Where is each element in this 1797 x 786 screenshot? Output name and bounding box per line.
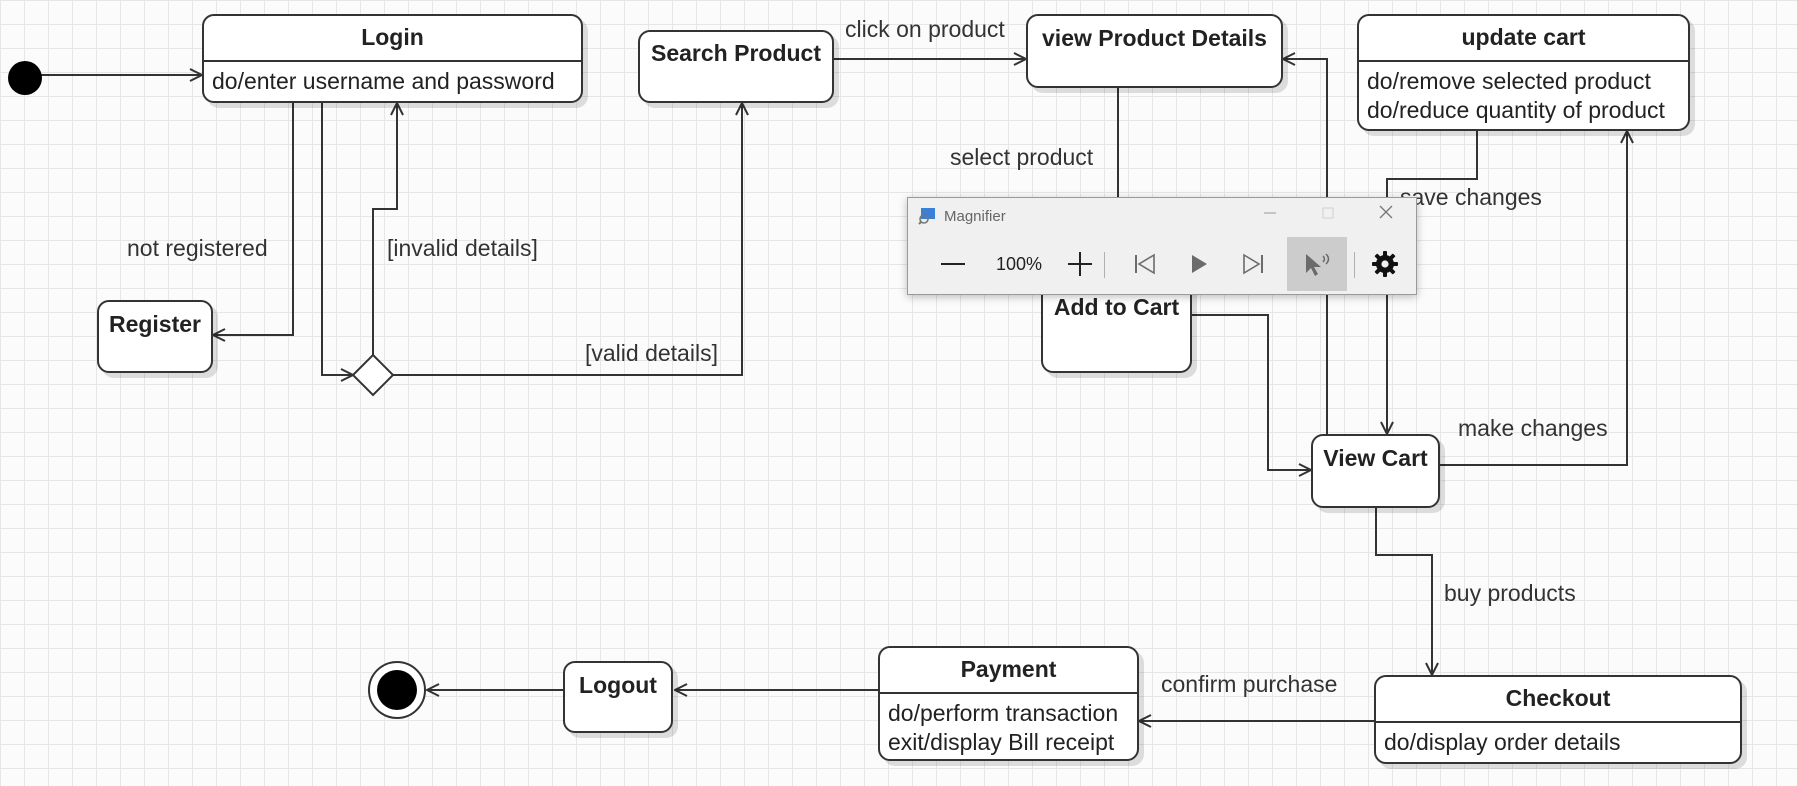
edge-view-cart-update-cart — [1440, 131, 1627, 466]
state-checkout-name: Checkout — [1505, 685, 1611, 711]
zoom-out-button[interactable] — [926, 237, 980, 291]
decision-node — [351, 353, 395, 397]
state-add-to-cart[interactable]: Add to Cart — [1041, 280, 1192, 373]
edge-login-decision — [321, 103, 353, 375]
state-login-activity: do/enter username and password — [212, 68, 555, 94]
zoom-out-icon — [941, 263, 965, 265]
skip-forward-button[interactable] — [1226, 237, 1280, 291]
state-register[interactable]: Register — [97, 300, 213, 373]
state-view-cart-name: View Cart — [1323, 445, 1428, 471]
settings-button[interactable] — [1358, 237, 1412, 291]
edge-view-cart-view-product — [1283, 59, 1328, 434]
read-from-pointer-button[interactable] — [1287, 237, 1347, 291]
label-click-on-product: click on product — [845, 16, 1005, 42]
label-save-changes: save changes — [1400, 184, 1542, 210]
maximize-icon — [1322, 207, 1334, 219]
label-buy-products: buy products — [1444, 580, 1576, 606]
skip-back-button[interactable] — [1118, 237, 1172, 291]
label-valid-details: [valid details] — [585, 340, 718, 366]
magnifier-titlebar[interactable]: Magnifier — [908, 198, 1416, 234]
final-node-dot — [377, 670, 417, 710]
play-button[interactable] — [1172, 237, 1226, 291]
zoom-level: 100% — [995, 254, 1043, 274]
minimize-button[interactable] — [1241, 198, 1299, 230]
read-from-pointer-icon — [1306, 253, 1330, 276]
state-register-name: Register — [108, 311, 202, 337]
state-checkout-separator — [1376, 721, 1740, 723]
state-payment-activity-1: do/perform transaction — [888, 700, 1119, 726]
state-update-cart-separator — [1359, 60, 1688, 62]
skip-back-icon — [1135, 253, 1155, 275]
state-payment[interactable]: Payment do/perform transaction exit/disp… — [878, 646, 1139, 761]
state-logout-name: Logout — [579, 672, 657, 698]
state-view-product-details[interactable]: view Product Details — [1026, 14, 1283, 88]
state-view-cart[interactable]: View Cart — [1311, 434, 1440, 508]
edge-update-cart-view-cart-upper — [1386, 131, 1478, 197]
gear-icon — [1372, 251, 1398, 277]
skip-forward-icon — [1243, 253, 1263, 275]
magnifier-window[interactable]: Magnifier 100% — [907, 197, 1417, 295]
state-update-cart[interactable]: update cart do/remove selected product d… — [1357, 14, 1690, 131]
state-update-cart-activity-1: do/remove selected product — [1367, 68, 1651, 94]
edge-add-to-cart-view-cart — [1192, 314, 1311, 470]
state-update-cart-name: update cart — [1461, 24, 1586, 50]
edge-decision-search-valid — [393, 103, 742, 376]
state-logout[interactable]: Logout — [563, 661, 673, 733]
label-make-changes: make changes — [1458, 415, 1608, 441]
maximize-button[interactable] — [1299, 198, 1357, 230]
state-checkout[interactable]: Checkout do/display order details — [1374, 675, 1742, 764]
edge-decision-login-invalid — [372, 103, 397, 355]
initial-node — [8, 61, 42, 95]
magnifier-title: Magnifier — [944, 208, 1006, 225]
minimize-icon — [1264, 212, 1276, 214]
label-not-registered: not registered — [127, 235, 268, 261]
state-checkout-activity: do/display order details — [1384, 729, 1621, 755]
zoom-in-button[interactable] — [1053, 237, 1107, 291]
label-invalid-details: [invalid details] — [387, 235, 538, 261]
state-update-cart-activity-2: do/reduce quantity of product — [1367, 97, 1665, 123]
state-search-product-name: Search Product — [651, 40, 821, 66]
magnifier-app-icon — [918, 208, 935, 225]
edge-view-cart-checkout — [1375, 508, 1432, 675]
toolbar-separator-2 — [1354, 252, 1355, 278]
label-confirm-purchase: confirm purchase — [1161, 671, 1338, 697]
label-select-product: select product — [950, 144, 1094, 170]
state-login-separator — [204, 60, 581, 62]
play-icon — [1192, 255, 1207, 273]
zoom-in-icon — [1068, 252, 1092, 276]
state-payment-separator — [880, 692, 1137, 694]
state-add-to-cart-name: Add to Cart — [1053, 294, 1180, 320]
state-payment-activity-2: exit/display Bill receipt — [888, 729, 1115, 755]
state-login[interactable]: Login do/enter username and password — [202, 14, 583, 103]
state-search-product[interactable]: Search Product — [638, 30, 834, 103]
close-button[interactable] — [1357, 198, 1415, 230]
edge-login-register — [213, 103, 294, 335]
state-payment-name: Payment — [960, 656, 1057, 682]
toolbar-separator-1 — [1104, 252, 1105, 278]
state-view-product-details-name: view Product Details — [1042, 25, 1267, 51]
state-login-name: Login — [361, 24, 424, 50]
close-icon — [1379, 205, 1393, 219]
